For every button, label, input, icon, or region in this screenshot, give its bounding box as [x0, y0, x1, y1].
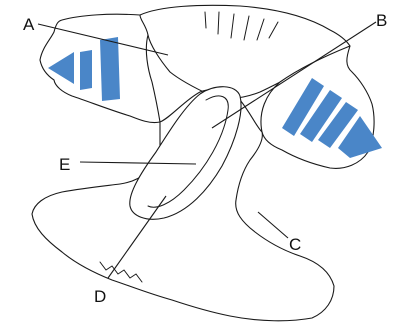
label-a: A — [23, 15, 35, 34]
label-c: C — [289, 235, 301, 254]
leader-c — [258, 212, 288, 238]
label-e: E — [59, 155, 70, 174]
label-d: D — [94, 287, 106, 306]
label-b: B — [376, 11, 387, 30]
